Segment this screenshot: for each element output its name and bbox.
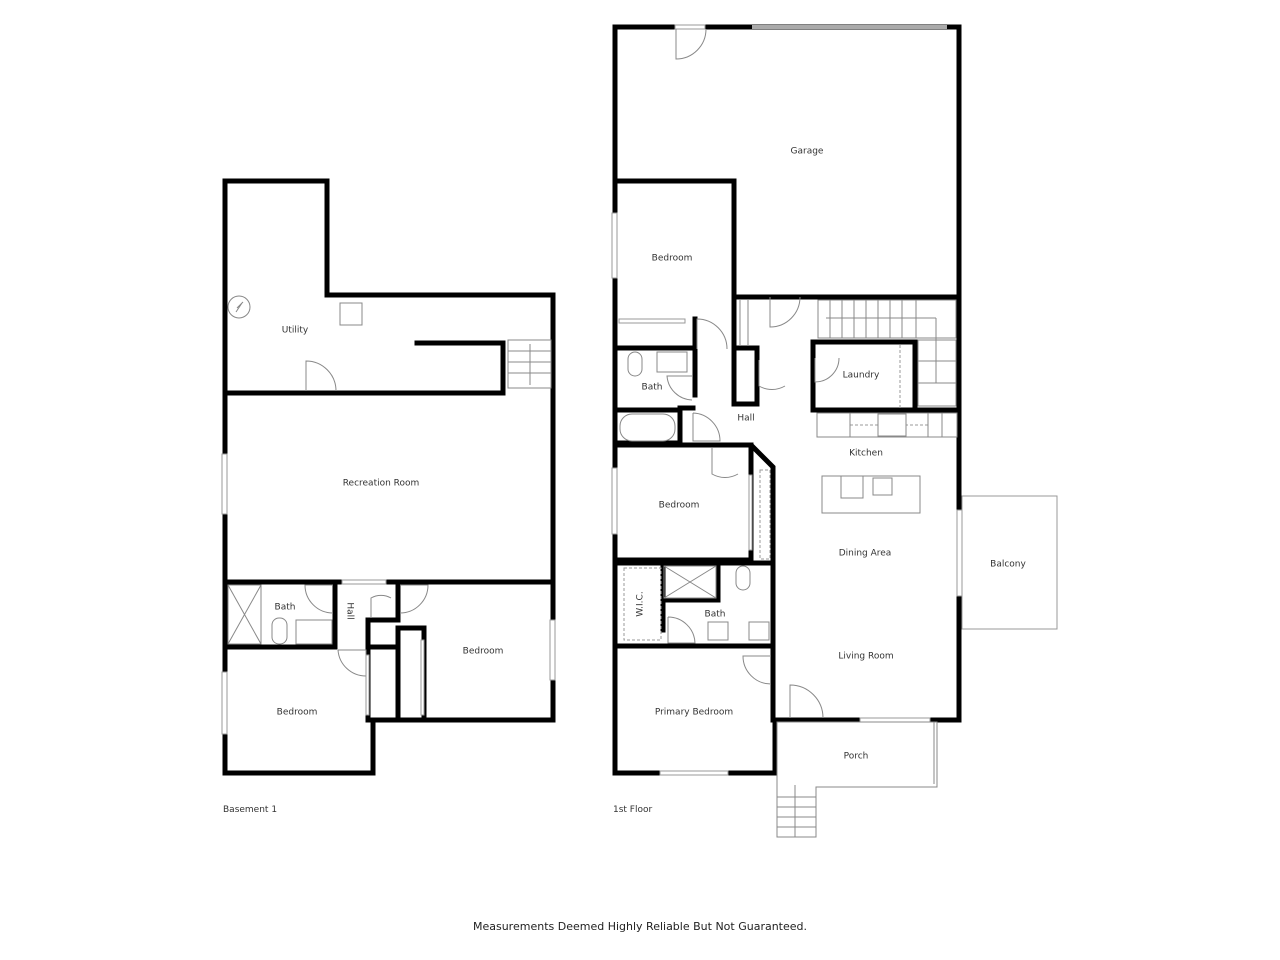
room-label-living-room: Living Room [838,652,893,662]
shower-icon [663,565,717,599]
door-icon [711,448,739,478]
closet-door [365,654,370,716]
door-icon [667,616,696,644]
door-icon [769,296,801,328]
floor-label-basement: Basement 1 [223,805,278,815]
room-label-recreation-room: Recreation Room [343,479,420,489]
room-label-wic: W.I.C. [636,591,646,616]
room-label-bedroom: Bedroom [652,254,693,264]
window [611,467,618,535]
room-label-kitchen: Kitchen [849,449,883,459]
window [221,671,228,735]
closet-shelf [759,469,771,560]
window [611,212,618,279]
closet-door [748,474,753,551]
door-icon [666,375,693,401]
sliding-door [956,509,963,597]
room-label-dining-area: Dining Area [839,549,892,559]
door-icon [399,584,429,614]
first-floor-plan: Garage Bedroom Bath Hall Laundry Kitchen… [611,24,1058,838]
room-label-balcony: Balcony [990,560,1026,570]
closet-door [420,639,425,716]
window [221,453,228,515]
room-label-bath: Bath [275,603,296,613]
window [341,579,387,585]
room-label-garage: Garage [791,147,824,157]
room-label-hall: Hall [737,414,754,424]
door-icon [304,584,334,614]
room-label-laundry: Laundry [843,371,880,381]
door-icon [696,318,728,350]
room-label-primary-bedroom: Primary Bedroom [655,708,733,718]
sink-icon [748,621,770,641]
toilet-icon [271,617,288,645]
room-label-porch: Porch [844,752,869,762]
stove-icon [877,413,907,437]
sink-icon [656,351,688,373]
disclaimer-footer: Measurements Deemed Highly Reliable But … [472,920,808,933]
sink-icon [707,621,729,641]
door-icon [758,360,786,390]
door-opening [674,24,706,30]
garage-door [752,25,947,29]
porch-outline [776,721,938,838]
toilet-icon [735,565,751,591]
shower-icon [227,584,262,645]
room-label-bedroom: Bedroom [463,647,504,657]
room-label-bedroom: Bedroom [659,501,700,511]
floor-label-first-floor: 1st Floor [613,805,653,815]
dishwasher-icon [840,475,864,499]
door-icon [337,649,367,677]
door-icon [789,684,824,719]
wic-shelves [623,567,662,641]
window [549,619,556,681]
porch-stairs-icon [777,785,816,837]
door-icon [675,28,707,60]
door-icon [692,412,721,442]
sink-icon [295,619,333,645]
room-label-hall: Hall [345,602,355,619]
toilet-icon [627,351,643,377]
kitchen-island [821,475,921,514]
window [859,717,931,723]
stairs-icon [507,339,552,389]
door-icon [742,655,772,685]
kitchen-counter [816,412,958,438]
bathtub-icon [619,413,676,442]
sink-icon [872,477,893,496]
room-label-bath: Bath [642,383,663,393]
stairs-icon [739,299,957,407]
room-label-bedroom: Bedroom [277,708,318,718]
balcony-rail [961,495,1058,630]
window [659,770,729,776]
door-icon [305,360,337,392]
furnace-icon [339,302,363,326]
door-icon [814,357,840,383]
room-label-bath: Bath [705,610,726,620]
basement-plan: Utility Recreation Room Bath Hall Bedroo… [221,178,556,776]
room-label-utility: Utility [282,326,309,336]
door-icon [370,594,392,618]
closet-door [618,318,686,324]
